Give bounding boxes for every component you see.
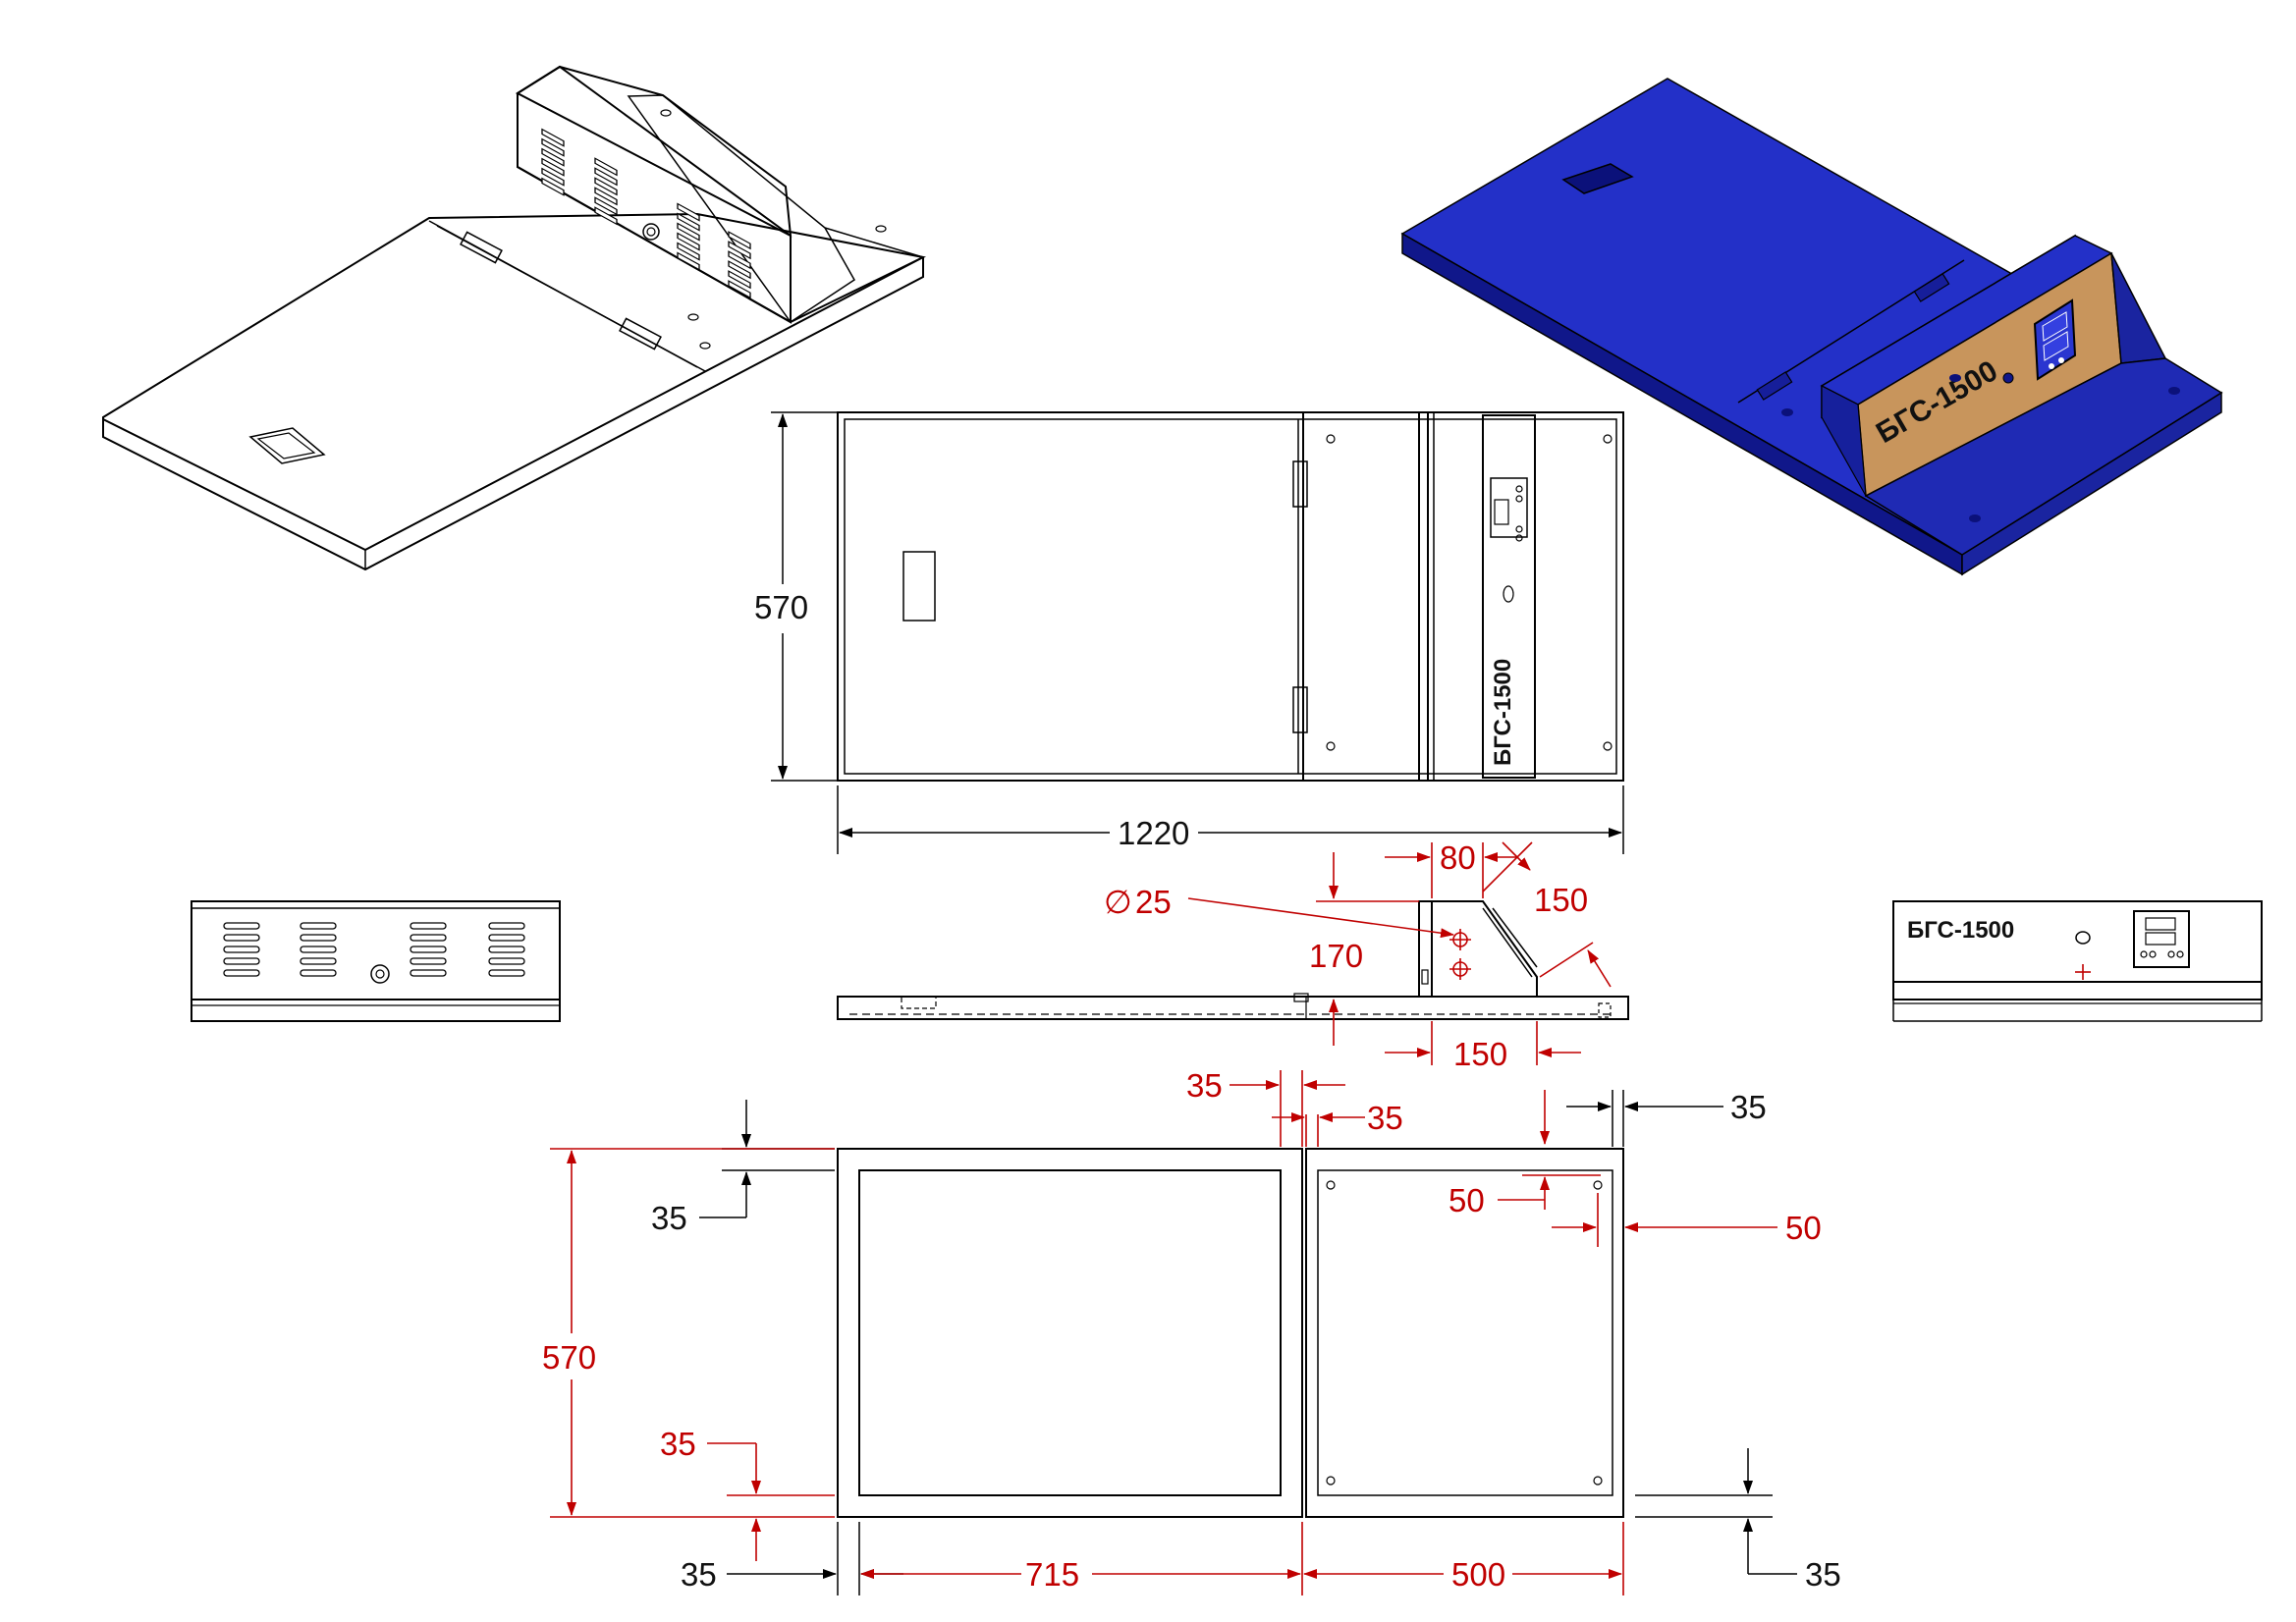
dim-bottom-35-left-bottom: 35: [681, 1556, 717, 1593]
iso-vent-group: [541, 128, 751, 299]
front-view: [191, 900, 561, 1022]
dim-bottom-35-left-red: 35: [660, 1426, 696, 1462]
isometric-line-view: [102, 65, 926, 571]
dim-bottom-35-mid-left: 35: [1186, 1067, 1223, 1104]
dim-bottom-35-right-top: 35: [1730, 1089, 1767, 1125]
dim-bottom-35-left-top: 35: [651, 1200, 687, 1236]
dim-side-80: 80: [1440, 839, 1476, 876]
rear-view: БГС-1500: [1892, 900, 2263, 1022]
dim-bottom-50-right: 50: [1785, 1210, 1822, 1246]
rear-view-model-label: БГС-1500: [1907, 917, 2014, 944]
dim-bottom-500: 500: [1451, 1556, 1505, 1593]
dim-hole-dia: 25: [1135, 884, 1172, 920]
dim-top-height: 570: [754, 589, 808, 625]
dim-side-170: 170: [1309, 938, 1363, 974]
dim-bottom-35-mid-right: 35: [1367, 1100, 1403, 1136]
front-view-vents: [223, 922, 525, 977]
dim-side-150-top: 150: [1534, 882, 1588, 918]
dim-bottom-50-top: 50: [1449, 1182, 1485, 1218]
dim-top-length: 1220: [1118, 815, 1189, 851]
render-box-front-slope: [2110, 252, 2167, 364]
isometric-rendered-view: БГС-1500: [1400, 78, 2223, 576]
dim-bottom-35-right-bottom: 35: [1805, 1556, 1841, 1593]
top-view: БГС-1500 570 1220: [754, 411, 1624, 854]
dim-bottom-height-red: 570: [542, 1339, 596, 1376]
top-view-model-label: БГС-1500: [1490, 659, 1516, 766]
dim-hole-dia-symbol: ∅: [1104, 884, 1132, 920]
bottom-view: 35 35 35 35 50 50 570: [542, 1067, 1841, 1595]
side-view: ∅ 25 80 150 170 150: [837, 839, 1629, 1072]
dim-side-150-bottom: 150: [1453, 1036, 1507, 1072]
dim-bottom-715: 715: [1025, 1556, 1079, 1593]
